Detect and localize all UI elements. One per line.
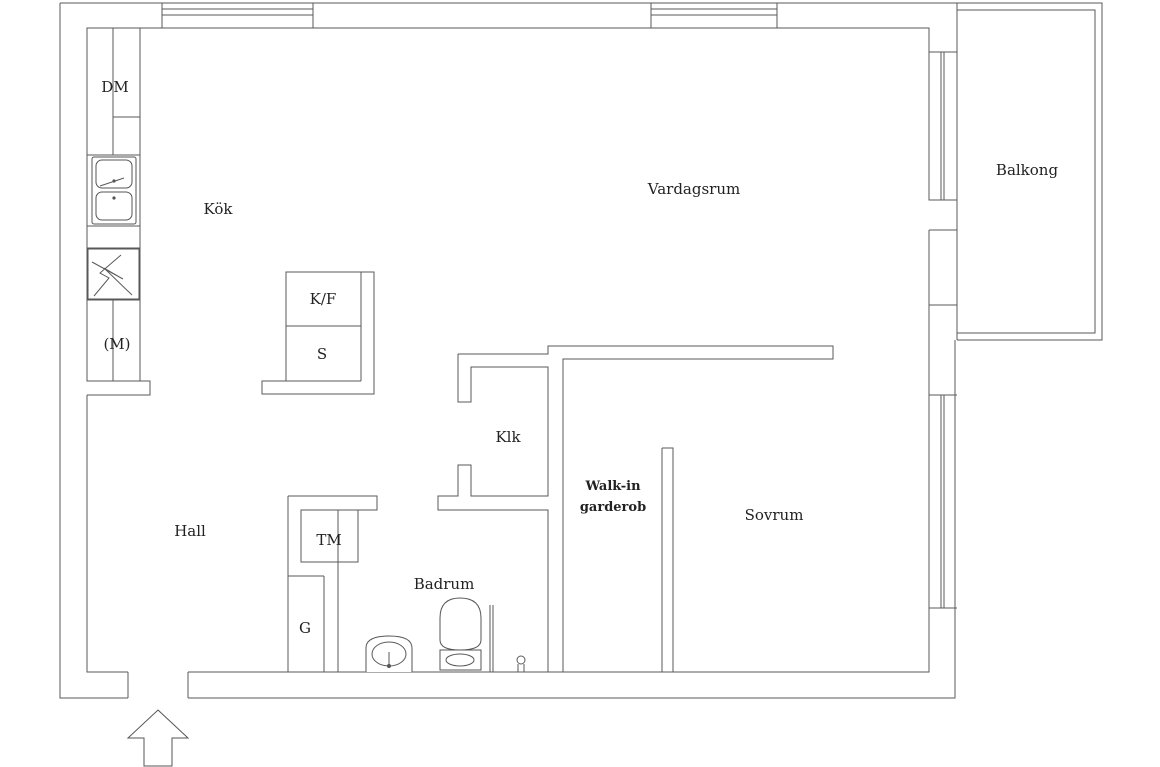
interior-walls [287,345,834,672]
fixture-label-wardrobe: G [299,619,311,637]
fixture-label-cabinet: S [317,345,327,363]
fixture-label-washing-machine: TM [316,531,341,549]
right-wall [928,51,957,609]
room-label-bathroom: Badrum [414,575,475,593]
fridge-cabinet-unit: K/F S [261,271,375,395]
stove-icon [87,248,140,300]
fixture-label-microwave: (M) [103,335,130,353]
room-label-walk-in-line1: Walk-in [584,479,641,494]
outer-walls [59,2,958,699]
washing-machine: TM [300,509,359,563]
room-label-kitchen: Kök [204,200,234,218]
washbasin-icon [365,635,413,672]
room-label-closet: Klk [495,428,521,446]
room-label-balcony: Balkong [996,161,1059,179]
toilet-icon [439,597,494,672]
room-label-hall: Hall [174,522,206,540]
room-label-bedroom: Sovrum [745,506,804,524]
balcony: Balkong [956,2,1103,341]
drain-icon [516,655,526,672]
fixture-label-fridge-freezer: K/F [310,290,337,308]
entrance-arrow-icon [126,709,190,767]
top-windows [161,2,778,28]
kitchen-counter: DM [86,27,151,396]
room-label-walk-in-line2: garderob [580,500,646,515]
kitchen-sink-icon [91,156,137,225]
fixture-label-dishwasher: DM [101,78,128,96]
room-label-living-room: Vardagsrum [647,180,740,198]
